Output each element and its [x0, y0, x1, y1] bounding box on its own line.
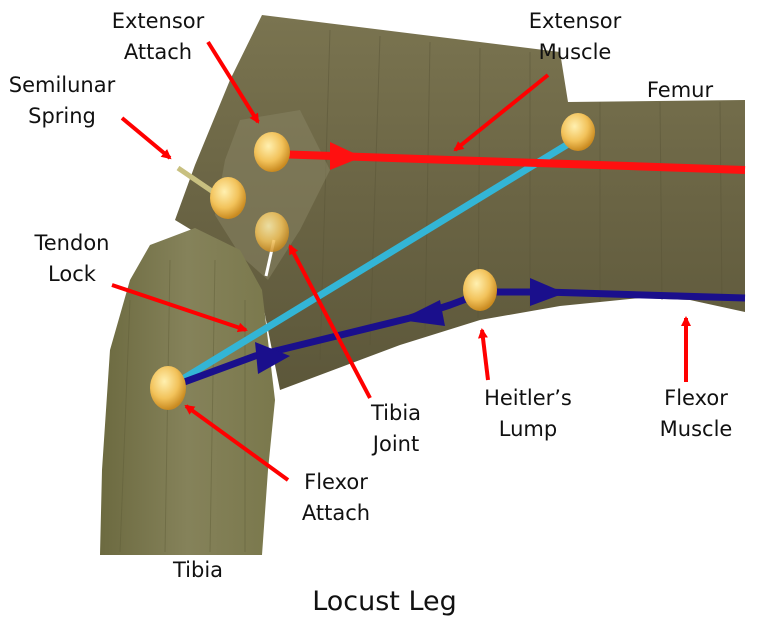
semilunar-node — [210, 177, 246, 219]
flexor-arrowhead-3 — [530, 278, 565, 306]
pointer-extensor-muscle — [453, 73, 550, 152]
extensor-arrowhead — [330, 142, 362, 170]
tibia-texture — [119, 259, 246, 553]
pointer-tendon-lock — [111, 283, 248, 333]
pointer-flexor-attach — [184, 404, 290, 482]
pointer-tibia-joint — [288, 244, 372, 399]
tibia-shape — [100, 228, 275, 555]
pointer-semilunar-spring — [120, 116, 172, 160]
pointer-arrows — [111, 40, 691, 482]
flexor-attach-node — [150, 366, 186, 410]
extensor-attach-node — [254, 132, 290, 172]
tibia-joint-node — [255, 212, 289, 252]
heitlers-lump-node — [463, 269, 497, 311]
tibia-line — [166, 135, 580, 391]
pointer-extensor-attach — [206, 40, 260, 124]
label-tibia: Tibia — [172, 558, 224, 582]
flexor-arrowhead-1 — [255, 342, 290, 374]
label-femur: Femur — [646, 78, 714, 102]
diagram-title: Locust Leg — [312, 586, 457, 617]
femur-node — [561, 113, 595, 151]
flexor-arrowhead-2 — [400, 300, 445, 326]
pointer-heitlers-lump — [477, 328, 490, 381]
